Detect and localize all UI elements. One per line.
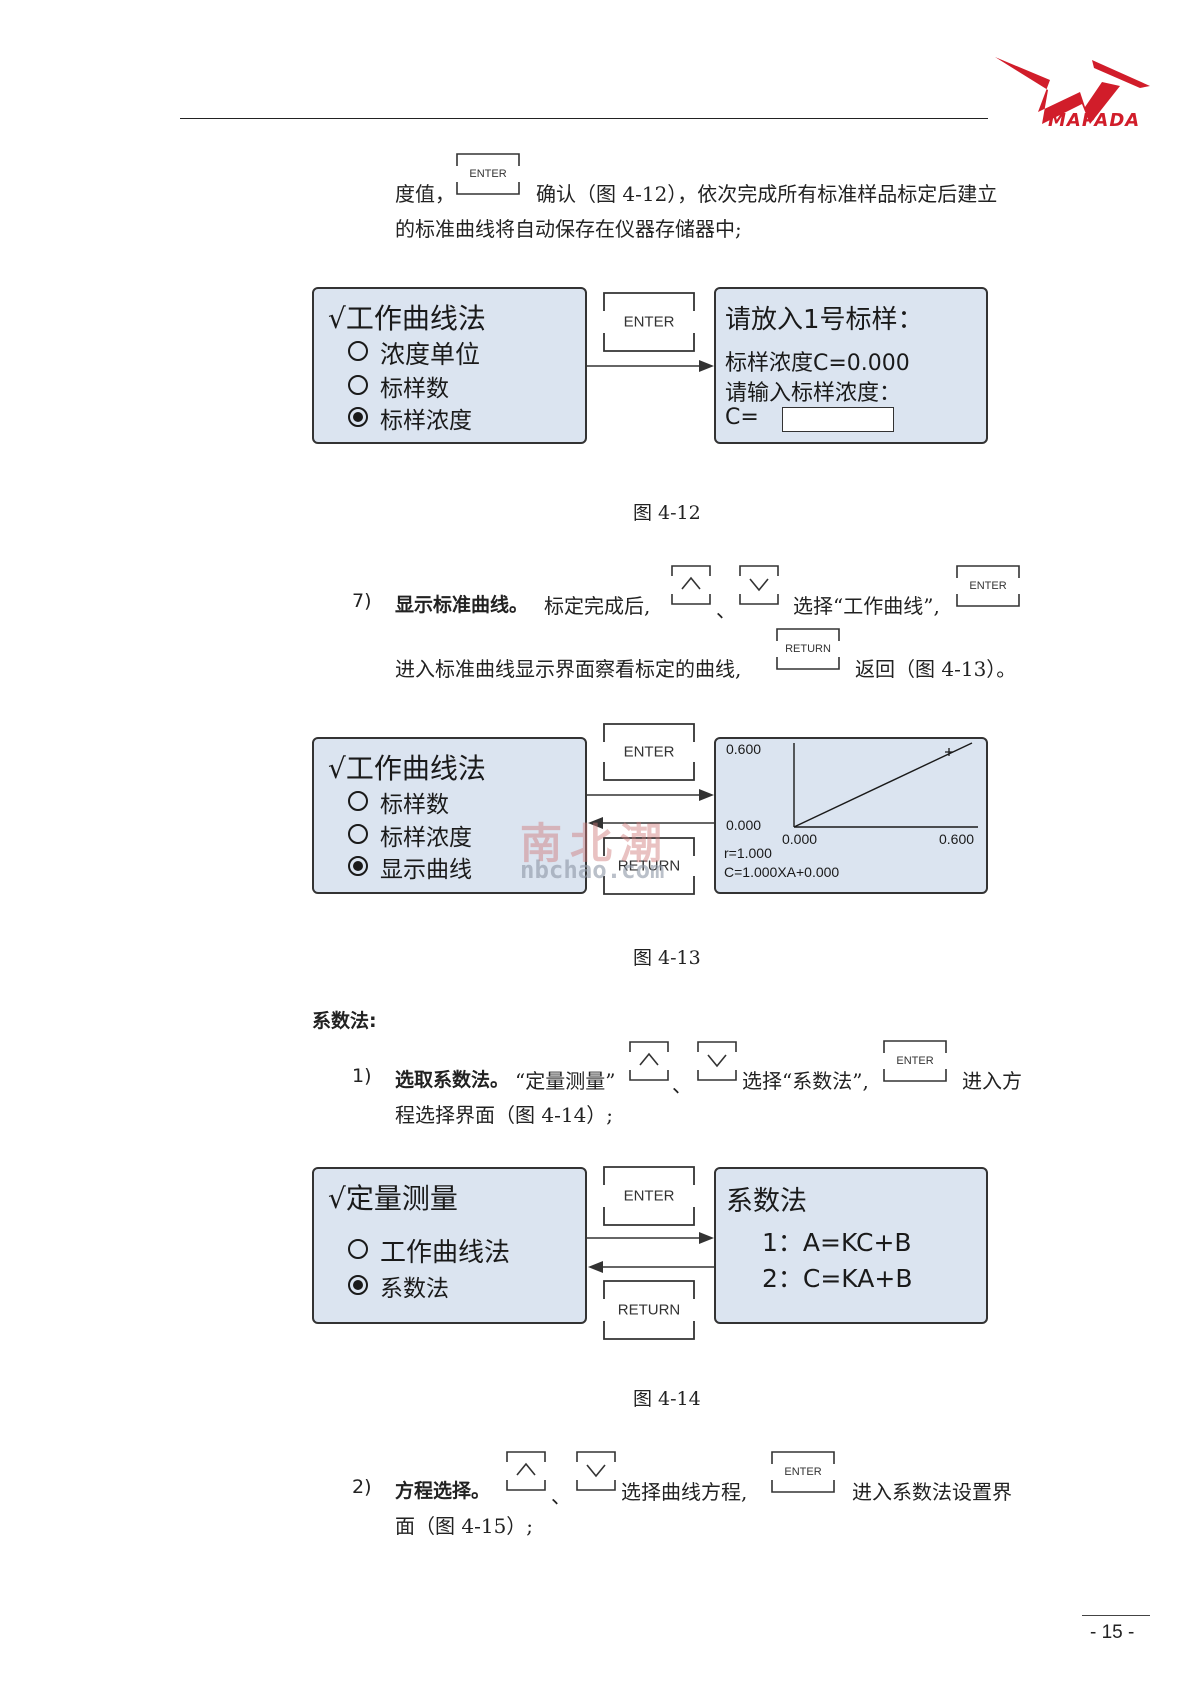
step2-text-b: 进入系数法设置界 — [852, 1480, 1012, 1504]
fig13-caption: 图 4-13 — [633, 947, 701, 969]
step7-separator: 、 — [716, 598, 736, 622]
fig13-option-count: 标样数 — [380, 792, 449, 818]
fig12-menu-title: √工作曲线法 — [328, 302, 486, 335]
fig12-input-prompt: 请输入标样浓度： — [725, 381, 902, 406]
watermark-en: nbchao.com — [520, 856, 665, 884]
fig12-input-screen: 请放入1号标样： 标样浓度C=0.000 请输入标样浓度： C= — [714, 287, 988, 444]
coef-step-number: 1) — [352, 1065, 372, 1087]
down-key-icon — [575, 1450, 617, 1492]
radio-unselected-icon — [348, 824, 368, 844]
watermark-cn: 南北潮 — [520, 819, 671, 868]
plot-calibration-line — [793, 742, 973, 828]
return-key-icon: RETURN — [775, 627, 841, 671]
fig12-menu-screen: √工作曲线法 浓度单位 标样数 标样浓度 — [312, 287, 587, 444]
plot-x-max: 0.600 — [939, 831, 975, 847]
plot-equation: C=1.000XA+0.000 — [724, 864, 840, 880]
fig14-caption: 图 4-14 — [633, 1388, 701, 1410]
fig12-caption: 图 4-12 — [633, 502, 701, 524]
fig13-return-key: RETURN — [602, 836, 696, 896]
fig13-option-curve: 显示曲线 — [380, 857, 472, 883]
up-key-icon — [505, 1450, 547, 1492]
radio-selected-icon — [348, 407, 368, 427]
fig12-current-conc: 标样浓度C=0.000 — [725, 351, 910, 376]
fig14-menu-screen: √定量测量 工作曲线法 系数法 — [312, 1167, 587, 1324]
coef-text-a: “定量测量” — [515, 1069, 616, 1093]
header-rule — [180, 118, 988, 119]
mapada-logo: MAPADA — [990, 52, 1180, 132]
step2-separator: 、 — [551, 1484, 571, 1508]
step7-line2-a: 进入标准曲线显示界面察看标定的曲线, — [395, 657, 742, 681]
fig12-c-label: C= — [725, 405, 759, 430]
step2-text-a: 选择曲线方程, — [621, 1480, 748, 1504]
fig13-arrow-left — [587, 815, 715, 829]
fig13-menu-title: √工作曲线法 — [328, 752, 486, 785]
calibration-curve-plot — [793, 742, 978, 828]
fig14-return-key: RETURN — [602, 1279, 696, 1341]
fig14-option-curve: 工作曲线法 — [380, 1238, 511, 1268]
radio-selected-icon — [348, 856, 368, 876]
fig12-c-input[interactable] — [782, 407, 894, 432]
coef-heading: 系数法: — [312, 1010, 377, 1032]
fig14-arrow-left — [587, 1259, 715, 1273]
radio-unselected-icon — [348, 1239, 368, 1259]
enter-key-icon: ENTER — [882, 1039, 948, 1083]
coef-text-b: 选择“系数法”, — [742, 1069, 869, 1093]
step7-number: 7) — [352, 590, 372, 612]
coef-separator: 、 — [672, 1073, 692, 1097]
coef-text-c: 进入方 — [962, 1069, 1022, 1093]
radio-unselected-icon — [348, 375, 368, 395]
enter-key-icon: ENTER — [955, 564, 1021, 608]
fig14-menu-title: √定量测量 — [328, 1182, 458, 1215]
up-key-icon — [628, 1040, 670, 1082]
enter-key-icon: ENTER — [455, 152, 521, 196]
fig12-arrow-right — [587, 358, 715, 372]
fig13-option-conc: 标样浓度 — [380, 825, 472, 851]
fig13-menu-screen: √工作曲线法 标样数 标样浓度 显示曲线 — [312, 737, 587, 894]
fig12-option-count: 标样数 — [380, 376, 449, 402]
footer-rule — [1082, 1615, 1150, 1616]
coef-step-title: 选取系数法。 — [395, 1069, 510, 1091]
fig12-option-conc: 标样浓度 — [380, 408, 472, 434]
step7-line2-b: 返回（图 4-13）。 — [855, 657, 1017, 681]
fig13-arrow-right — [587, 787, 715, 801]
fig14-equation-1[interactable]: 1：A=KC+B — [762, 1228, 912, 1257]
page-number: - 15 - — [1090, 1622, 1135, 1643]
enter-key-icon: ENTER — [770, 1450, 836, 1494]
fig14-screen-title: 系数法 — [726, 1186, 807, 1217]
step2-line2: 面（图 4-15）; — [395, 1514, 534, 1538]
step7-title: 显示标准曲线。 — [395, 594, 529, 616]
down-key-icon — [738, 564, 780, 606]
fig13-curve-screen: 0.600 0.000 0.000 0.600 r=1.000 C=1.000X… — [714, 737, 988, 894]
fig12-prompt-title: 请放入1号标样： — [725, 305, 924, 335]
radio-selected-icon — [348, 1275, 368, 1295]
fig14-enter-key: ENTER — [602, 1165, 696, 1227]
radio-unselected-icon — [348, 791, 368, 811]
step2-number: 2) — [352, 1476, 372, 1498]
fig14-arrow-right — [587, 1230, 715, 1244]
step7-text-a: 标定完成后, — [544, 594, 651, 618]
up-key-icon — [670, 564, 712, 606]
plot-y-min: 0.000 — [726, 817, 762, 833]
down-key-icon — [696, 1040, 738, 1082]
plot-x-min: 0.000 — [782, 831, 818, 847]
intro-text-b: 确认（图 4-12），依次完成所有标准样品标定后建立 — [536, 182, 998, 206]
fig12-enter-key: ENTER — [602, 291, 696, 353]
step2-title: 方程选择。 — [395, 1480, 491, 1502]
plot-y-max: 0.600 — [726, 741, 762, 757]
coef-line2: 程选择界面（图 4-14）; — [395, 1103, 614, 1127]
intro-text-a: 度值， — [395, 182, 455, 206]
radio-unselected-icon — [348, 341, 368, 361]
fig14-equation-2[interactable]: 2：C=KA+B — [762, 1264, 913, 1293]
plot-r-value: r=1.000 — [724, 845, 772, 861]
fig12-option-unit: 浓度单位 — [380, 340, 481, 369]
fig14-option-coef: 系数法 — [380, 1276, 449, 1302]
fig13-enter-key: ENTER — [602, 722, 696, 782]
step7-text-b: 选择“工作曲线”, — [793, 594, 940, 618]
intro-text-line2: 的标准曲线将自动保存在仪器存储器中; — [395, 217, 742, 241]
plot-calibration-point — [945, 748, 953, 756]
fig14-equation-screen: 系数法 1：A=KC+B 2：C=KA+B — [714, 1167, 988, 1324]
logo-text: MAPADA — [1048, 110, 1141, 131]
